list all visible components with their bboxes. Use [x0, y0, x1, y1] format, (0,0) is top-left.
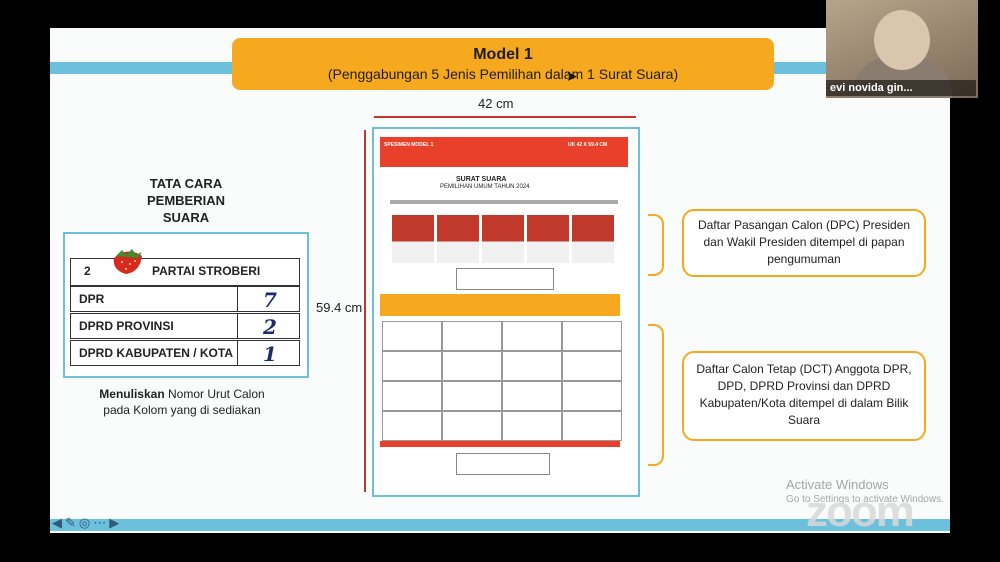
- party-number: 2: [84, 264, 91, 278]
- slideshow-controls[interactable]: ◀✎◎⋯▶: [52, 515, 122, 531]
- party-box: [382, 411, 442, 441]
- party-box: [502, 411, 562, 441]
- vote-row-dprd-provinsi: DPRD PROVINSI 2: [70, 313, 300, 339]
- callout-dpc: Daftar Pasangan Calon (DPC) Presiden dan…: [682, 209, 926, 277]
- party-box: [562, 351, 622, 381]
- participant-name: evi novida gin...: [826, 80, 976, 96]
- voting-steps-title: TATA CARA PEMBERIAN SUARA: [146, 176, 225, 225]
- vote-row-number: 1: [263, 342, 277, 366]
- party-box: [442, 381, 502, 411]
- slide-title-box: Model 1 (Penggabungan 5 Jenis Pemilihan …: [232, 38, 774, 90]
- callout-dct-text: Daftar Calon Tetap (DCT) Anggota DPR, DP…: [696, 362, 912, 427]
- vote-row-divider: [237, 314, 238, 338]
- previous-slide-icon[interactable]: ◀: [52, 515, 65, 530]
- candidate-pair-photo: [392, 215, 434, 263]
- vote-row-label: DPR: [79, 292, 105, 306]
- party-row: [70, 258, 300, 286]
- strawberry-icon: [113, 249, 142, 274]
- candidate-pair-photo: [527, 215, 569, 263]
- slide-title: Model 1: [473, 46, 533, 63]
- party-box: [382, 381, 442, 411]
- instruction-verb: Menuliskan: [99, 387, 165, 401]
- next-slide-icon[interactable]: ▶: [109, 515, 123, 530]
- slide-subtitle: (Penggabungan 5 Jenis Pemilihan dalam 1 …: [327, 66, 679, 82]
- zoom-logo: zoom: [806, 487, 915, 536]
- mouse-cursor-icon: ➤: [566, 68, 578, 84]
- party-box: [382, 351, 442, 381]
- party-box: [442, 351, 502, 381]
- view-icon[interactable]: ◎: [78, 515, 94, 530]
- windows-activation-watermark: Activate Windows Go to Settings to activ…: [786, 477, 944, 507]
- vote-row-label: DPRD PROVINSI: [79, 319, 174, 333]
- voting-instruction: Menuliskan Nomor Urut Calon pada Kolom y…: [92, 386, 272, 418]
- ballot-legislative-header: [380, 294, 620, 316]
- height-dimension-line: [364, 130, 366, 492]
- vote-row-divider: [237, 341, 238, 365]
- callout-bracket: [648, 324, 664, 466]
- ballot-dpd-header: [380, 441, 620, 447]
- party-name: PARTAI STROBERI: [152, 264, 261, 278]
- ballot-width-label: 42 cm: [478, 96, 514, 111]
- candidate-pair-photo: [437, 215, 479, 263]
- party-box: [502, 351, 562, 381]
- more-icon[interactable]: ⋯: [93, 515, 110, 530]
- ballot-header-band: [380, 137, 628, 167]
- participant-face: [874, 10, 930, 70]
- instruction-text: Nomor Urut Calon pada Kolom yang di sedi…: [103, 387, 265, 417]
- party-box: [562, 321, 622, 351]
- vote-row-label: DPRD KABUPATEN / KOTA: [79, 346, 233, 360]
- callout-dct: Daftar Calon Tetap (DCT) Anggota DPR, DP…: [682, 351, 926, 441]
- callout-bracket: [648, 214, 664, 276]
- party-box: [502, 321, 562, 351]
- watermark-subtitle: Go to Settings to activate Windows.: [786, 494, 944, 505]
- watermark-title: Activate Windows: [786, 477, 889, 492]
- ballot-president-number-box: [456, 268, 554, 290]
- ballot-specimen-label: SPESIMEN MODEL 1: [384, 142, 434, 148]
- ballot-dpd-number-box: [456, 453, 550, 475]
- ballot-president-header: [390, 200, 618, 207]
- ballot-title: SURAT SUARA: [456, 176, 507, 183]
- party-box: [442, 411, 502, 441]
- vote-row-number: 2: [263, 315, 277, 339]
- party-box: [562, 411, 622, 441]
- party-box: [382, 321, 442, 351]
- party-box: [442, 321, 502, 351]
- vote-row-divider: [237, 287, 238, 311]
- candidate-pair-photo: [482, 215, 524, 263]
- ballot-subtitle: PEMILIHAN UMUM TAHUN 2024: [440, 184, 530, 190]
- pen-icon[interactable]: ✎: [65, 515, 79, 530]
- callout-dpc-text: Daftar Pasangan Calon (DPC) Presiden dan…: [697, 218, 911, 266]
- width-dimension-line: [374, 116, 636, 118]
- candidate-pair-photo: [572, 215, 614, 263]
- party-box: [562, 381, 622, 411]
- vote-row-number: 7: [263, 288, 277, 312]
- ballot-size-label: UK 42 X 59.4 CM: [568, 142, 608, 148]
- slide-bottom-band: [50, 519, 950, 531]
- ballot-height-label: 59.4 cm: [316, 300, 363, 315]
- vote-row-dprd-kabupaten-kota: DPRD KABUPATEN / KOTA 1: [70, 340, 300, 366]
- vote-row-dpr: DPR 7: [70, 286, 300, 312]
- party-box: [502, 381, 562, 411]
